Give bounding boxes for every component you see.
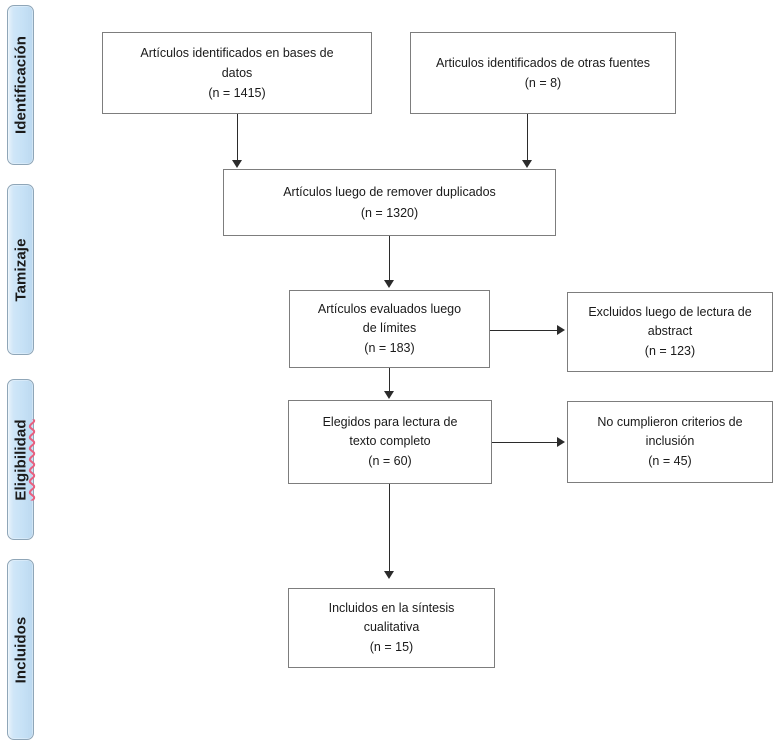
arrowhead-screened-to-excluded-abstract <box>557 325 565 335</box>
connector-other-to-duplicates <box>527 114 528 161</box>
arrowhead-fulltext-to-included <box>384 571 394 579</box>
box-articulos-otras-fuentes-text: Articulos identificados de otras fuentes… <box>435 55 650 90</box>
box-elegidos-texto-completo-text: Elegidos para lectura de texto completo … <box>322 414 458 468</box>
stage-label-tamizaje: Tamizaje <box>12 237 29 302</box>
arrowhead-databases-to-duplicates <box>232 160 242 168</box>
connector-fulltext-to-excluded-criteria <box>492 442 558 443</box>
box-articulos-otras-fuentes: Articulos identificados de otras fuentes… <box>410 32 676 114</box>
box-remover-duplicados: Artículos luego de remover duplicados (n… <box>223 169 556 236</box>
box-articulos-bases-de-datos-text: Artículos identificados en bases de dato… <box>140 45 334 101</box>
stage-pill-incluidos: Incluidos <box>7 559 34 740</box>
box-articulos-evaluados-limites: Artículos evaluados luego de límites (n … <box>289 290 490 368</box>
connector-databases-to-duplicates <box>237 114 238 161</box>
box-no-cumplieron-criterios: No cumplieron criterios de inclusión (n … <box>567 401 773 483</box>
box-no-cumplieron-criterios-text: No cumplieron criterios de inclusión (n … <box>597 414 743 468</box>
box-excluidos-lectura-abstract-text: Excluidos luego de lectura de abstract (… <box>588 304 752 358</box>
arrowhead-fulltext-to-excluded-criteria <box>557 437 565 447</box>
box-articulos-evaluados-limites-text: Artículos evaluados luego de límites (n … <box>317 301 462 355</box>
connector-fulltext-to-included <box>389 484 390 572</box>
stage-label-eligibilidad: Eligibilidad <box>12 418 29 501</box>
stage-pill-identificacion: Identificación <box>7 5 34 165</box>
arrowhead-other-to-duplicates <box>522 160 532 168</box>
connector-screened-to-fulltext <box>389 368 390 392</box>
connector-screened-to-excluded-abstract <box>490 330 558 331</box>
arrowhead-screened-to-fulltext <box>384 391 394 399</box>
stage-pill-tamizaje: Tamizaje <box>7 184 34 355</box>
connector-duplicates-to-screened <box>389 236 390 281</box>
box-excluidos-lectura-abstract: Excluidos luego de lectura de abstract (… <box>567 292 773 372</box>
box-articulos-bases-de-datos: Artículos identificados en bases de dato… <box>102 32 372 114</box>
stage-pill-eligibilidad: Eligibilidad <box>7 379 34 540</box>
box-incluidos-sintesis-cualitativa: Incluidos en la síntesis cualitativa (n … <box>288 588 495 668</box>
box-elegidos-texto-completo: Elegidos para lectura de texto completo … <box>288 400 492 484</box>
box-incluidos-sintesis-cualitativa-text: Incluidos en la síntesis cualitativa (n … <box>328 600 455 654</box>
arrowhead-duplicates-to-screened <box>384 280 394 288</box>
box-remover-duplicados-text: Artículos luego de remover duplicados (n… <box>283 185 496 220</box>
stage-label-identificacion: Identificación <box>12 35 29 135</box>
stage-label-incluidos: Incluidos <box>12 616 29 683</box>
